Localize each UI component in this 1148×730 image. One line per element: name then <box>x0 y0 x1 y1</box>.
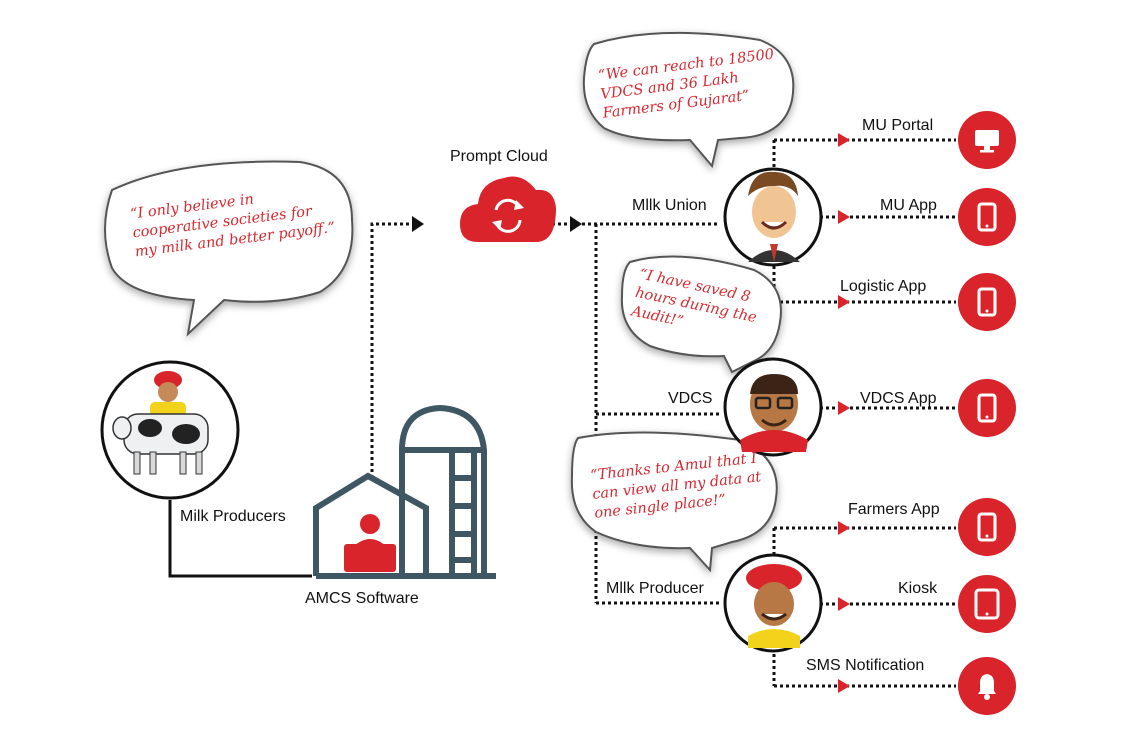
desktop-icon <box>958 111 1016 169</box>
amcs-building-icon <box>313 404 496 579</box>
mobile-icon <box>958 188 1016 246</box>
vdcs-label: VDCS <box>668 390 713 407</box>
arrow-to-trunk <box>570 216 582 232</box>
bell-icon <box>958 657 1016 715</box>
output-label-farmers-app: Farmers App <box>848 501 940 518</box>
arrow-mu-app <box>838 210 850 224</box>
speech-bubble-farmer <box>104 160 354 337</box>
output-label-mu-app: MU App <box>880 197 937 214</box>
output-label-mu-portal: MU Portal <box>862 117 934 134</box>
mobile-icon <box>958 379 1016 437</box>
milk-union-label: Mllk Union <box>632 197 707 214</box>
producer-to-amcs-line <box>168 500 312 578</box>
output-label-logistic-app: Logistic App <box>840 278 927 295</box>
milk-producers-label: Milk Producers <box>180 508 286 525</box>
mobile-icon <box>958 498 1016 556</box>
milk-union-avatar <box>723 167 823 267</box>
tablet-icon <box>958 575 1016 633</box>
arrow-kiosk <box>838 597 850 611</box>
speech-bubble-producer <box>570 431 778 573</box>
arrow-sms <box>838 679 850 693</box>
milk-producer-label: Mllk Producer <box>606 580 704 597</box>
speech-bubble-union <box>582 31 795 169</box>
arrow-vdcs-app <box>838 401 850 415</box>
mobile-icon <box>958 273 1016 331</box>
output-label-vdcs-app: VDCS App <box>860 390 937 407</box>
prompt-cloud-label: Prompt Cloud <box>450 148 548 165</box>
output-label-kiosk: Kiosk <box>898 580 938 597</box>
prompt-cloud-icon <box>460 176 556 242</box>
arrow-mu-portal <box>838 133 850 147</box>
output-label-sms-notification: SMS Notification <box>806 657 925 674</box>
arrow-farmers-app <box>838 521 850 535</box>
speech-bubble-vdcs <box>620 255 782 374</box>
milk-producer-avatar <box>723 553 823 653</box>
arrow-logistic-app <box>838 295 850 309</box>
operator-icon <box>344 514 396 572</box>
amcs-software-label: AMCS Software <box>305 590 419 607</box>
vdcs-avatar <box>723 357 823 457</box>
arrow-heads <box>412 133 850 693</box>
connector-lines <box>168 138 956 688</box>
arrow-to-cloud <box>412 216 424 232</box>
amcs-to-cloud-line <box>370 222 412 478</box>
milk-producers-avatar <box>100 360 240 500</box>
